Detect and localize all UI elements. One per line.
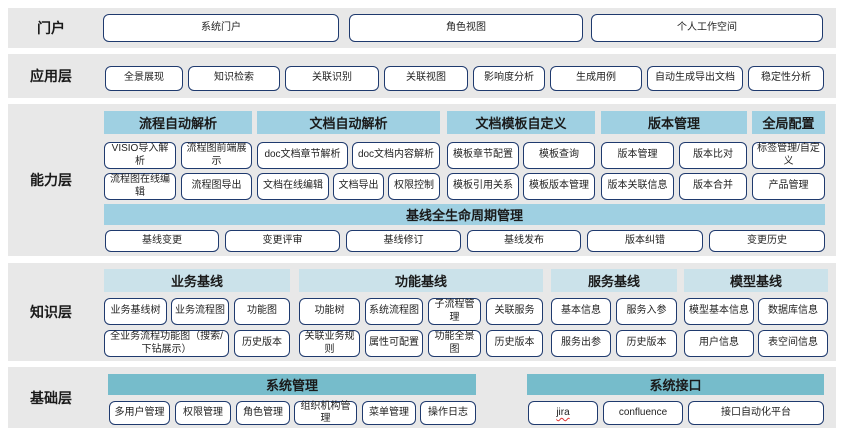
knowledge-group-title: 服务基线 — [551, 269, 677, 292]
knowledge-item: 关联业务规则 — [299, 330, 360, 357]
capability-item: 产品管理 — [752, 173, 825, 200]
knowledge-item: 历史版本 — [616, 330, 677, 357]
knowledge-item: 历史版本 — [486, 330, 543, 357]
base-group-title: 系统管理 — [108, 374, 476, 395]
knowledge-item: 业务基线树 — [104, 298, 167, 325]
base-group-title: 系统接口 — [527, 374, 824, 395]
base-item-label: jira — [556, 406, 570, 418]
knowledge-item: 功能图 — [234, 298, 290, 325]
app-item: 关联识别 — [285, 66, 379, 91]
knowledge-item: 功能树 — [299, 298, 360, 325]
capability-item: 模板章节配置 — [447, 142, 519, 169]
base-item: 接口自动化平台 — [688, 401, 824, 425]
capability-item: 版本合并 — [679, 173, 747, 200]
knowledge-item: 服务入参 — [616, 298, 677, 325]
knowledge-item: 功能全景图 — [428, 330, 481, 357]
baseline-item: 版本纠错 — [587, 230, 703, 252]
knowledge-item: 模型基本信息 — [684, 298, 754, 325]
capability-item: 版本比对 — [679, 142, 747, 169]
capability-item: 版本关联信息 — [601, 173, 674, 200]
capability-item: 流程图导出 — [181, 173, 252, 200]
portal-item: 角色视图 — [349, 14, 583, 42]
knowledge-item: 服务出参 — [551, 330, 611, 357]
base-item: 多用户管理 — [109, 401, 170, 425]
app-item: 稳定性分析 — [748, 66, 824, 91]
app-item: 全景展现 — [105, 66, 183, 91]
capability-item: 流程图前端展示 — [181, 142, 252, 169]
app-item: 知识检索 — [188, 66, 280, 91]
capability-item: 版本管理 — [601, 142, 674, 169]
base-item: 菜单管理 — [362, 401, 416, 425]
app-item: 生成用例 — [550, 66, 642, 91]
knowledge-group-title: 业务基线 — [104, 269, 290, 292]
capability-item: 模板查询 — [523, 142, 595, 169]
capability-group-title: 全局配置 — [752, 111, 825, 134]
capability-item: doc文档章节解析 — [257, 142, 348, 169]
base-layer-name: 基础层 — [30, 389, 72, 406]
application-layer-name: 应用层 — [30, 68, 72, 84]
capability-group-title: 版本管理 — [601, 111, 747, 134]
capability-item: 标签管理/自定义 — [752, 142, 825, 169]
knowledge-item: 数据库信息 — [758, 298, 828, 325]
baseline-item: 基线变更 — [105, 230, 219, 252]
base-item: jira — [528, 401, 598, 425]
knowledge-item: 业务流程图 — [171, 298, 229, 325]
portal-layer-name: 门户 — [37, 20, 65, 36]
knowledge-item: 历史版本 — [234, 330, 290, 357]
knowledge-item: 全业务流程功能图（搜索/下钻展示） — [104, 330, 229, 357]
portal-item: 个人工作空间 — [591, 14, 823, 42]
capability-item: doc文档内容解析 — [352, 142, 440, 169]
base-item: confluence — [603, 401, 683, 425]
baseline-item: 变更历史 — [709, 230, 825, 252]
capability-item: 模板版本管理 — [523, 173, 595, 200]
capability-item: 文档在线编辑 — [257, 173, 329, 200]
capability-item: 流程图在线编辑 — [104, 173, 176, 200]
base-item: 组织机构管理 — [294, 401, 357, 425]
knowledge-item: 关联服务 — [486, 298, 543, 325]
baseline-item: 基线发布 — [467, 230, 581, 252]
app-item: 关联视图 — [384, 66, 468, 91]
knowledge-group-title: 模型基线 — [684, 269, 828, 292]
base-item: 操作日志 — [420, 401, 476, 425]
capability-item: 文档导出 — [333, 173, 384, 200]
knowledge-item: 表空间信息 — [758, 330, 828, 357]
capability-group-title: 文档自动解析 — [257, 111, 440, 134]
capability-layer-name: 能力层 — [30, 172, 72, 188]
capability-item: 模板引用关系 — [447, 173, 519, 200]
app-item: 影响度分析 — [473, 66, 545, 91]
baseline-item: 变更评审 — [225, 230, 340, 252]
portal-item: 系统门户 — [103, 14, 339, 42]
knowledge-item: 属性可配置 — [365, 330, 423, 357]
capability-item: 权限控制 — [388, 173, 440, 200]
baseline-item: 基线修订 — [346, 230, 461, 252]
knowledge-item: 基本信息 — [551, 298, 611, 325]
knowledge-item: 用户信息 — [684, 330, 754, 357]
baseline-lifecycle-title: 基线全生命周期管理 — [104, 204, 825, 225]
capability-item: VISIO导入解析 — [104, 142, 176, 169]
knowledge-group-title: 功能基线 — [299, 269, 543, 292]
base-item: 角色管理 — [236, 401, 290, 425]
app-item: 自动生成导出文档 — [647, 66, 743, 91]
capability-group-title: 流程自动解析 — [104, 111, 252, 134]
knowledge-item: 系统流程图 — [365, 298, 423, 325]
base-item: 权限管理 — [175, 401, 231, 425]
knowledge-layer-name: 知识层 — [30, 304, 72, 320]
knowledge-item: 子流程管理 — [428, 298, 481, 325]
capability-group-title: 文档模板自定义 — [447, 111, 595, 134]
